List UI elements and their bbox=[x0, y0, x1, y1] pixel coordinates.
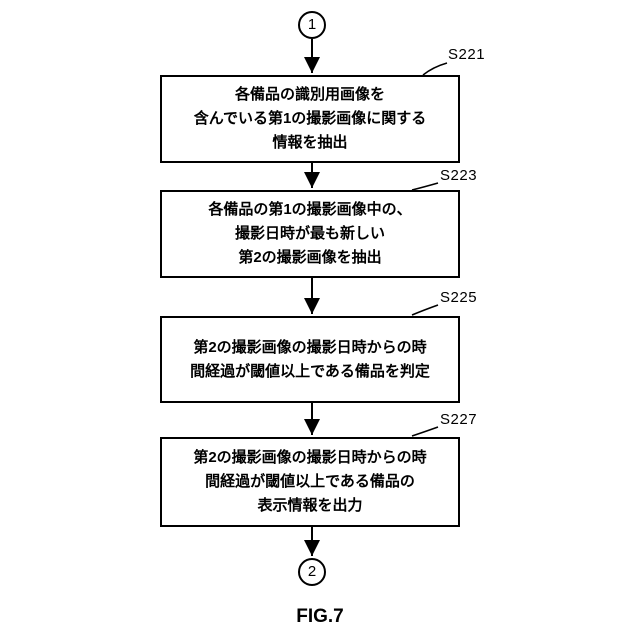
step-box-s221: 各備品の識別用画像を 含んでいる第1の撮影画像に関する 情報を抽出 bbox=[160, 75, 460, 163]
step-text-line: 撮影日時が最も新しい bbox=[234, 225, 385, 242]
leader-line-s223 bbox=[411, 182, 439, 191]
step-text-line: 間経過が閾値以上である備品を判定 bbox=[190, 362, 430, 380]
step-text-line: 第2の撮影画像を抽出 bbox=[238, 249, 382, 266]
step-box-s225: 第2の撮影画像の撮影日時からの時 間経過が閾値以上である備品を判定 bbox=[160, 316, 460, 403]
end-connector-circle: 2 bbox=[298, 558, 326, 586]
step-text-line: 含んでいる第1の撮影画像に関する bbox=[193, 110, 427, 127]
step-box-s227: 第2の撮影画像の撮影日時からの時 間経過が閾値以上である備品の 表示情報を出力 bbox=[160, 437, 460, 527]
start-connector-circle: 1 bbox=[298, 11, 326, 39]
step-text-line: 第2の撮影画像の撮影日時からの時 bbox=[193, 338, 427, 356]
leader-line-s221 bbox=[422, 62, 448, 76]
figure-caption: FIG.7 bbox=[296, 606, 344, 627]
step-box-s223: 各備品の第1の撮影画像中の、 撮影日時が最も新しい 第2の撮影画像を抽出 bbox=[160, 190, 460, 278]
step-text-line: 表示情報を出力 bbox=[257, 497, 363, 514]
step-text-line: 情報を抽出 bbox=[272, 134, 348, 151]
step-label-s221: S221 bbox=[448, 46, 486, 63]
leader-line-s225 bbox=[411, 304, 439, 316]
step-label-s223: S223 bbox=[440, 167, 478, 184]
step-label-s227: S227 bbox=[440, 411, 478, 428]
step-text-line: 各備品の第1の撮影画像中の、 bbox=[208, 201, 412, 218]
step-text-line: 第2の撮影画像の撮影日時からの時 bbox=[193, 449, 427, 466]
step-text-line: 間経過が閾値以上である備品の bbox=[205, 473, 415, 490]
step-text-line: 各備品の識別用画像を bbox=[234, 86, 385, 103]
label-leader-lines bbox=[411, 62, 448, 437]
step-label-s225: S225 bbox=[440, 289, 478, 306]
leader-line-s227 bbox=[411, 426, 439, 437]
